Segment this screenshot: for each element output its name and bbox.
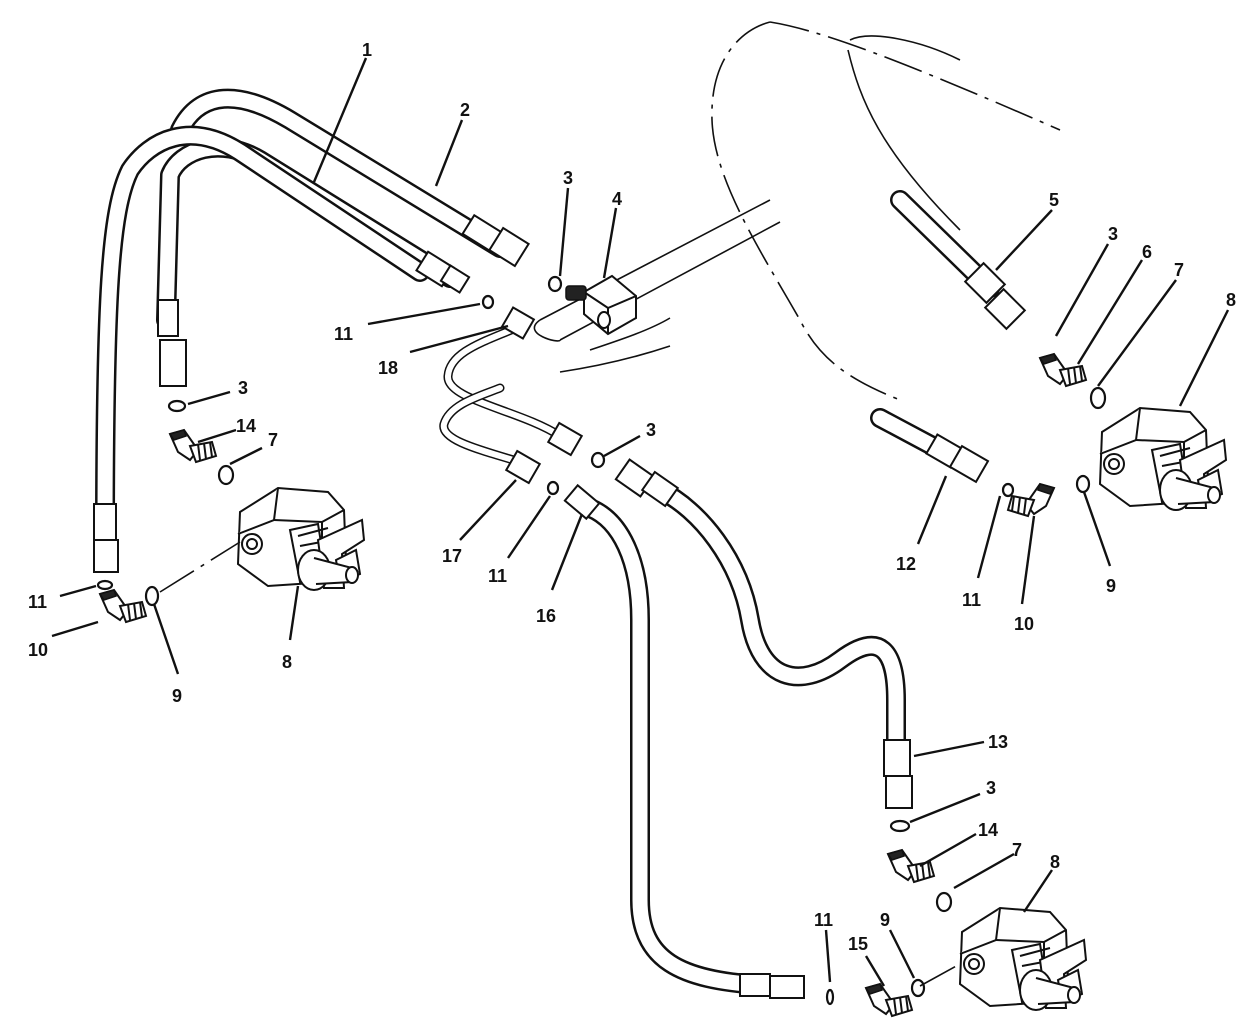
hose-16-top-fitting: [563, 483, 601, 521]
callout-18: 18: [378, 358, 398, 378]
callout-3: 3: [238, 378, 248, 398]
tube-18-end: [546, 421, 584, 457]
callout-8: 8: [1050, 852, 1060, 872]
elbow-14-left: [169, 429, 217, 463]
callout-1: 1: [362, 40, 372, 60]
hose-1: [156, 137, 460, 330]
left-upper-hose-fitting: [157, 299, 187, 387]
callout-labels: 1 2 3 4 5 3 6 7 8 11 18 3 14 7 3 17 11 1…: [28, 40, 1236, 954]
callout-12: 12: [896, 554, 916, 574]
callout-13: 13: [988, 732, 1008, 752]
tube-18: [443, 321, 565, 441]
callout-11: 11: [488, 566, 507, 586]
alignment-line-left: [159, 541, 241, 593]
callout-9: 9: [172, 686, 182, 706]
hose-13: [650, 480, 906, 770]
hose-5: [890, 190, 1027, 331]
callout-17: 17: [442, 546, 462, 566]
tee-block-4: [565, 274, 637, 336]
pump-8-left: [237, 487, 365, 591]
callout-3: 3: [646, 420, 656, 440]
hose-2-end-fitting: [461, 213, 530, 268]
callout-6: 6: [1142, 242, 1152, 262]
elbow-14-bottom: [887, 849, 935, 883]
callout-4: 4: [612, 189, 622, 209]
hose-12: [870, 408, 990, 484]
callout-11: 11: [962, 590, 981, 610]
frame-outline-top: [769, 21, 1061, 131]
crossbar-end: [533, 319, 561, 342]
hose-long-left: [95, 125, 430, 550]
elbow-15-bottom: [865, 983, 913, 1017]
hose-16: [580, 498, 770, 995]
callout-11: 11: [814, 910, 833, 930]
elbow-10-left: [99, 589, 147, 623]
hose-2: [170, 88, 510, 258]
callout-9: 9: [880, 910, 890, 930]
frame-outline-left: [711, 21, 901, 401]
leader-lines: [51, 57, 1230, 987]
callout-8: 8: [1226, 290, 1236, 310]
callout-3: 3: [1108, 224, 1118, 244]
pump-8-right: [1099, 407, 1227, 511]
callout-9: 9: [1106, 576, 1116, 596]
callout-5: 5: [1049, 190, 1059, 210]
tube-17-nut: [504, 449, 542, 485]
frame-edge: [847, 35, 961, 231]
hose-13-bottom-fitting: [883, 739, 913, 809]
callout-7: 7: [268, 430, 278, 450]
tube-17: [439, 383, 525, 467]
callout-2: 2: [460, 100, 470, 120]
elbow-6-right: [1039, 353, 1087, 387]
callout-11: 11: [334, 324, 353, 344]
callout-10: 10: [1014, 614, 1034, 634]
elbow-10-right: [1007, 483, 1055, 517]
hose-1-end-fitting: [415, 250, 471, 294]
callout-3: 3: [986, 778, 996, 798]
callout-16: 16: [536, 606, 556, 626]
callout-14: 14: [978, 820, 998, 840]
alignment-line-bottom: [919, 963, 961, 987]
hose-16-bottom-fitting: [739, 973, 805, 999]
hose-13-top-fitting: [614, 458, 680, 508]
callout-15: 15: [848, 934, 868, 954]
callout-14: 14: [236, 416, 256, 436]
left-lower-hose-fitting: [93, 503, 119, 573]
callout-7: 7: [1012, 840, 1022, 860]
pump-8-bottom: [959, 907, 1087, 1011]
frame-curve: [559, 317, 671, 373]
callout-11: 11: [28, 592, 47, 612]
callout-3: 3: [563, 168, 573, 188]
callout-7: 7: [1174, 260, 1184, 280]
callout-8: 8: [282, 652, 292, 672]
callout-10: 10: [28, 640, 48, 660]
o-rings: [96, 275, 1107, 1006]
tube-18-nut: [500, 306, 536, 340]
